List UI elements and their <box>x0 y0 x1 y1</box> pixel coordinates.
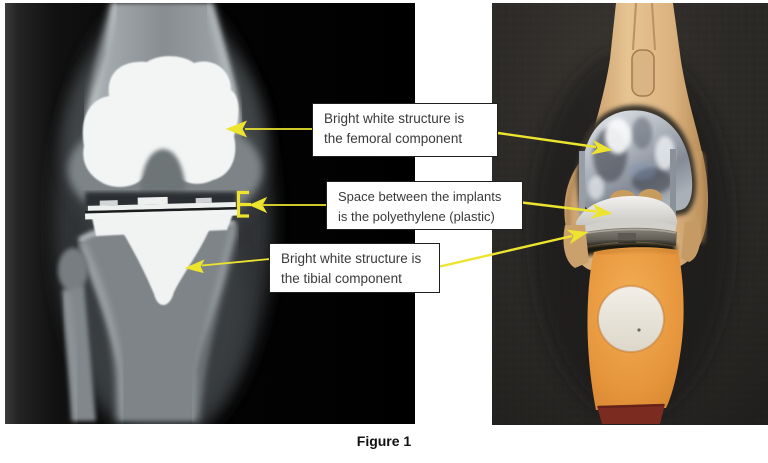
annotation-femoral-line1: Bright white structure is <box>324 111 465 126</box>
annotation-box-femoral: Bright white structure is the femoral co… <box>312 103 498 157</box>
fibula-bone <box>58 248 96 422</box>
femoral-component-xray <box>82 56 239 196</box>
tibial-component-xray <box>92 214 233 306</box>
femoral-component-model <box>577 105 697 225</box>
figure-caption: Figure 1 <box>356 433 412 449</box>
tibial-tray-xray <box>84 196 238 220</box>
tibia-maroon-end <box>597 404 665 424</box>
annotation-polyethylene-line1: Space between the implants <box>338 189 502 204</box>
xray-image <box>5 3 415 424</box>
intercondylar-notch <box>140 149 186 196</box>
model-tibia <box>563 220 701 424</box>
annotation-box-tibial: Bright white structure is the tibial com… <box>269 243 440 293</box>
chrome-side-left <box>579 151 585 225</box>
femur-slot <box>631 49 655 97</box>
annotation-femoral-line2: the femoral component <box>324 131 463 146</box>
annotation-tibial-line1: Bright white structure is <box>281 251 422 266</box>
chrome-side-right <box>670 149 676 225</box>
annotation-polyethylene-line2: is the polyethylene (plastic) <box>338 209 495 224</box>
model-photo-image <box>492 3 768 425</box>
annotation-tibial-line2: the tibial component <box>281 271 402 286</box>
tibia-cut-circle <box>597 285 665 353</box>
annotation-box-polyethylene: Space between the implants is the polyet… <box>326 181 523 230</box>
